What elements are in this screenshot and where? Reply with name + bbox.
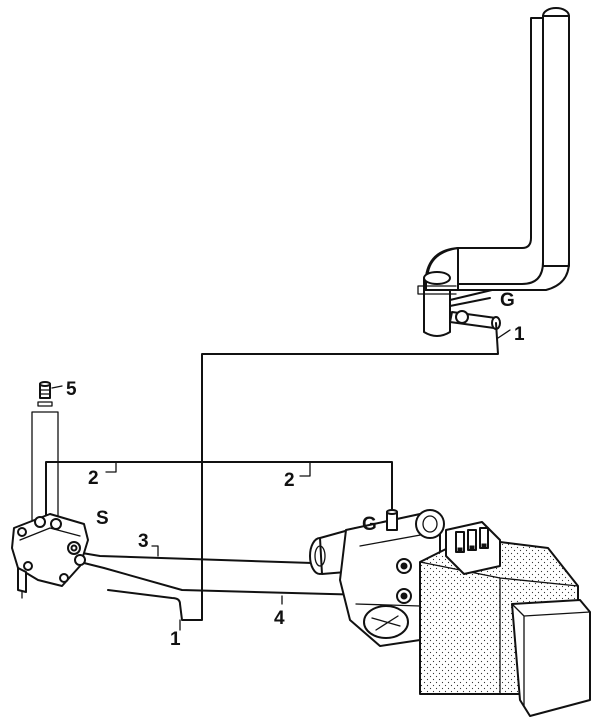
label-g-bottom: G [362,514,377,535]
label-5: 5 [66,379,77,400]
fuel-line-2 [45,461,393,519]
label-2-left: 2 [88,468,99,489]
label-2-right-leader [299,461,311,477]
distributor-block-s [11,513,89,599]
bleed-screw-5 [31,381,63,521]
label-1-top: 1 [514,324,525,345]
label-1-bottom: 1 [170,629,181,650]
label-2-left-leader [105,461,117,473]
label-3: 3 [138,531,149,552]
label-3-leader [151,545,159,557]
label-s: S [96,508,109,529]
pump-assembly [309,509,591,717]
label-2-right: 2 [284,470,295,491]
label-g-top: G [500,290,515,311]
fuel-line-4 [79,561,405,597]
label-1-top-leader [497,329,511,339]
label-4: 4 [274,608,285,629]
filler-pipe [417,7,570,337]
fuel-line-1 [107,322,499,621]
